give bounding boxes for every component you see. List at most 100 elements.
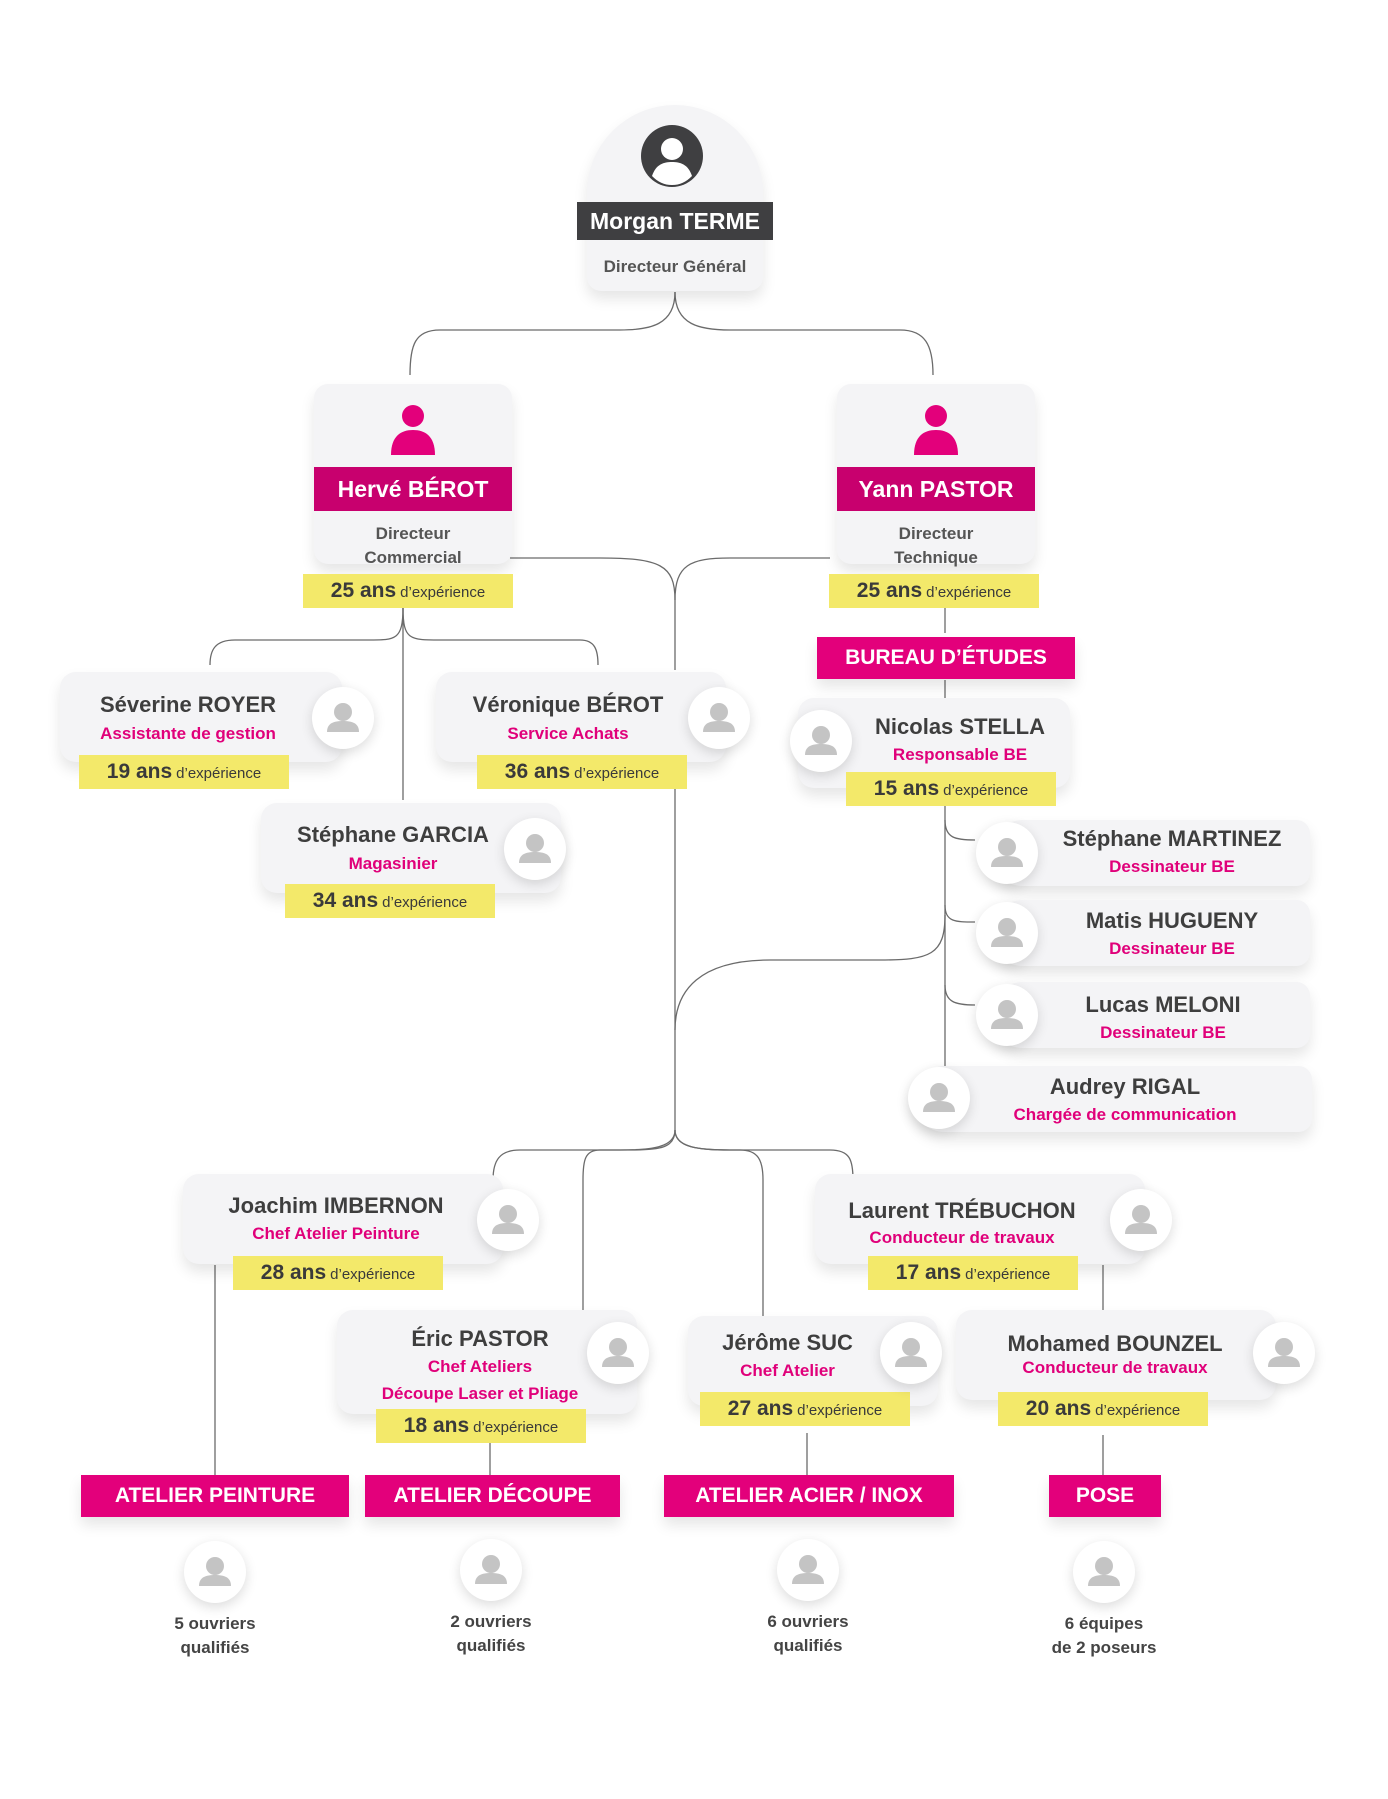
staff-role: Responsable BE bbox=[892, 745, 1028, 764]
staff-card bbox=[956, 1310, 1276, 1400]
staff-card bbox=[990, 982, 1310, 1048]
staff-role-secondary: Découpe Laser et Pliage bbox=[381, 1384, 579, 1403]
experience-years: 20 ans bbox=[1025, 1397, 1092, 1420]
person-avatar-icon bbox=[460, 1539, 522, 1601]
workers-count: 6 ouvriers qualifiés bbox=[767, 1612, 849, 1655]
staff-card bbox=[436, 672, 726, 762]
staff-role: Chef Ateliers bbox=[427, 1357, 533, 1376]
staff-name: Matis HUGUENY bbox=[1085, 908, 1259, 933]
staff-role: Conducteur de travaux bbox=[1022, 1358, 1208, 1377]
staff-card bbox=[990, 820, 1310, 886]
staff-role: Service Achats bbox=[507, 724, 629, 743]
person-avatar-icon bbox=[976, 902, 1038, 964]
staff-card bbox=[337, 1310, 637, 1414]
experience-label: d’expérience bbox=[473, 1419, 559, 1436]
person-avatar-icon bbox=[688, 687, 750, 749]
dept-atelier-peinture: ATELIER PEINTURE bbox=[81, 1475, 349, 1517]
staff-card bbox=[183, 1174, 503, 1264]
staff-name: Audrey RIGAL bbox=[1049, 1074, 1201, 1099]
experience-years: 34 ans bbox=[312, 889, 379, 912]
staff-role: Chef Atelier bbox=[740, 1361, 835, 1380]
staff-role: Dessinateur BE bbox=[1100, 1023, 1226, 1042]
experience-years: 36 ans bbox=[504, 760, 571, 783]
experience-years: 17 ans bbox=[895, 1261, 962, 1284]
person-avatar-icon bbox=[184, 1541, 246, 1603]
staff-card bbox=[990, 900, 1310, 966]
experience-label: d’expérience bbox=[926, 584, 1012, 601]
staff-name: Stéphane GARCIA bbox=[297, 822, 489, 847]
manager-name-yann: Yann PASTOR bbox=[837, 467, 1035, 511]
staff-card bbox=[60, 672, 342, 762]
person-avatar-icon bbox=[976, 984, 1038, 1046]
experience-years: 25 ans bbox=[330, 579, 397, 602]
experience-label: d’expérience bbox=[574, 765, 660, 782]
experience-years: 27 ans bbox=[727, 1397, 794, 1420]
staff-role: Chargée de communication bbox=[1013, 1105, 1237, 1124]
dept-atelier-decoupe: ATELIER DÉCOUPE bbox=[365, 1475, 620, 1517]
person-avatar-icon bbox=[880, 1322, 942, 1384]
staff-role: Conducteur de travaux bbox=[869, 1228, 1055, 1247]
staff-role: Dessinateur BE bbox=[1109, 939, 1235, 958]
person-avatar-icon bbox=[1253, 1322, 1315, 1384]
experience-label: d’expérience bbox=[943, 782, 1029, 799]
person-avatar-icon bbox=[790, 710, 852, 772]
manager-title-herve: Directeur Commercial bbox=[364, 524, 462, 567]
manager-title-yann: Directeur Technique bbox=[894, 524, 978, 567]
staff-card bbox=[912, 1066, 1312, 1132]
manager-name-herve: Hervé BÉROT bbox=[314, 467, 512, 511]
person-avatar-icon bbox=[504, 818, 566, 880]
person-avatar-icon bbox=[1110, 1189, 1172, 1251]
person-pink-icon bbox=[387, 400, 439, 456]
person-pink-icon bbox=[910, 400, 962, 456]
workers-count: 2 ouvriers qualifiés bbox=[450, 1612, 532, 1655]
person-avatar-icon bbox=[908, 1067, 970, 1129]
staff-name: Laurent TRÉBUCHON bbox=[848, 1198, 1076, 1223]
dept-bureau-etudes: BUREAU D’ÉTUDES bbox=[817, 637, 1075, 679]
staff-name: Véronique BÉROT bbox=[472, 692, 664, 717]
experience-label: d’expérience bbox=[400, 584, 486, 601]
staff-name: Jérôme SUC bbox=[722, 1330, 853, 1355]
person-avatar-icon bbox=[777, 1539, 839, 1601]
experience-label: d’expérience bbox=[330, 1266, 416, 1283]
staff-name: Mohamed BOUNZEL bbox=[1007, 1331, 1223, 1356]
experience-years: 18 ans bbox=[403, 1414, 470, 1437]
ceo-title: Directeur Général bbox=[603, 257, 747, 276]
staff-name: Éric PASTOR bbox=[411, 1326, 549, 1351]
person-avatar-icon bbox=[1073, 1541, 1135, 1603]
experience-label: d’expérience bbox=[797, 1402, 883, 1419]
person-avatar-icon bbox=[640, 124, 704, 188]
staff-role: Magasinier bbox=[348, 854, 438, 873]
experience-years: 28 ans bbox=[260, 1261, 327, 1284]
dept-atelier-acier-inox: ATELIER ACIER / INOX bbox=[664, 1475, 954, 1517]
person-avatar-icon bbox=[312, 687, 374, 749]
experience-label: d’expérience bbox=[965, 1266, 1051, 1283]
staff-name: Lucas MELONI bbox=[1085, 992, 1241, 1017]
workers-count: 5 ouvriers qualifiés bbox=[174, 1614, 256, 1657]
staff-role: Assistante de gestion bbox=[100, 724, 276, 743]
person-avatar-icon bbox=[976, 822, 1038, 884]
staff-name: Stéphane MARTINEZ bbox=[1062, 826, 1282, 851]
staff-role: Dessinateur BE bbox=[1109, 857, 1235, 876]
staff-name: Joachim IMBERNON bbox=[228, 1193, 444, 1218]
experience-label: d’expérience bbox=[1095, 1402, 1181, 1419]
experience-years: 19 ans bbox=[106, 760, 173, 783]
dept-pose: POSE bbox=[1049, 1475, 1161, 1517]
staff-name: Nicolas STELLA bbox=[875, 714, 1045, 739]
experience-years: 15 ans bbox=[873, 777, 940, 800]
person-avatar-icon bbox=[587, 1322, 649, 1384]
experience-years: 25 ans bbox=[856, 579, 923, 602]
staff-name: Séverine ROYER bbox=[99, 692, 277, 717]
